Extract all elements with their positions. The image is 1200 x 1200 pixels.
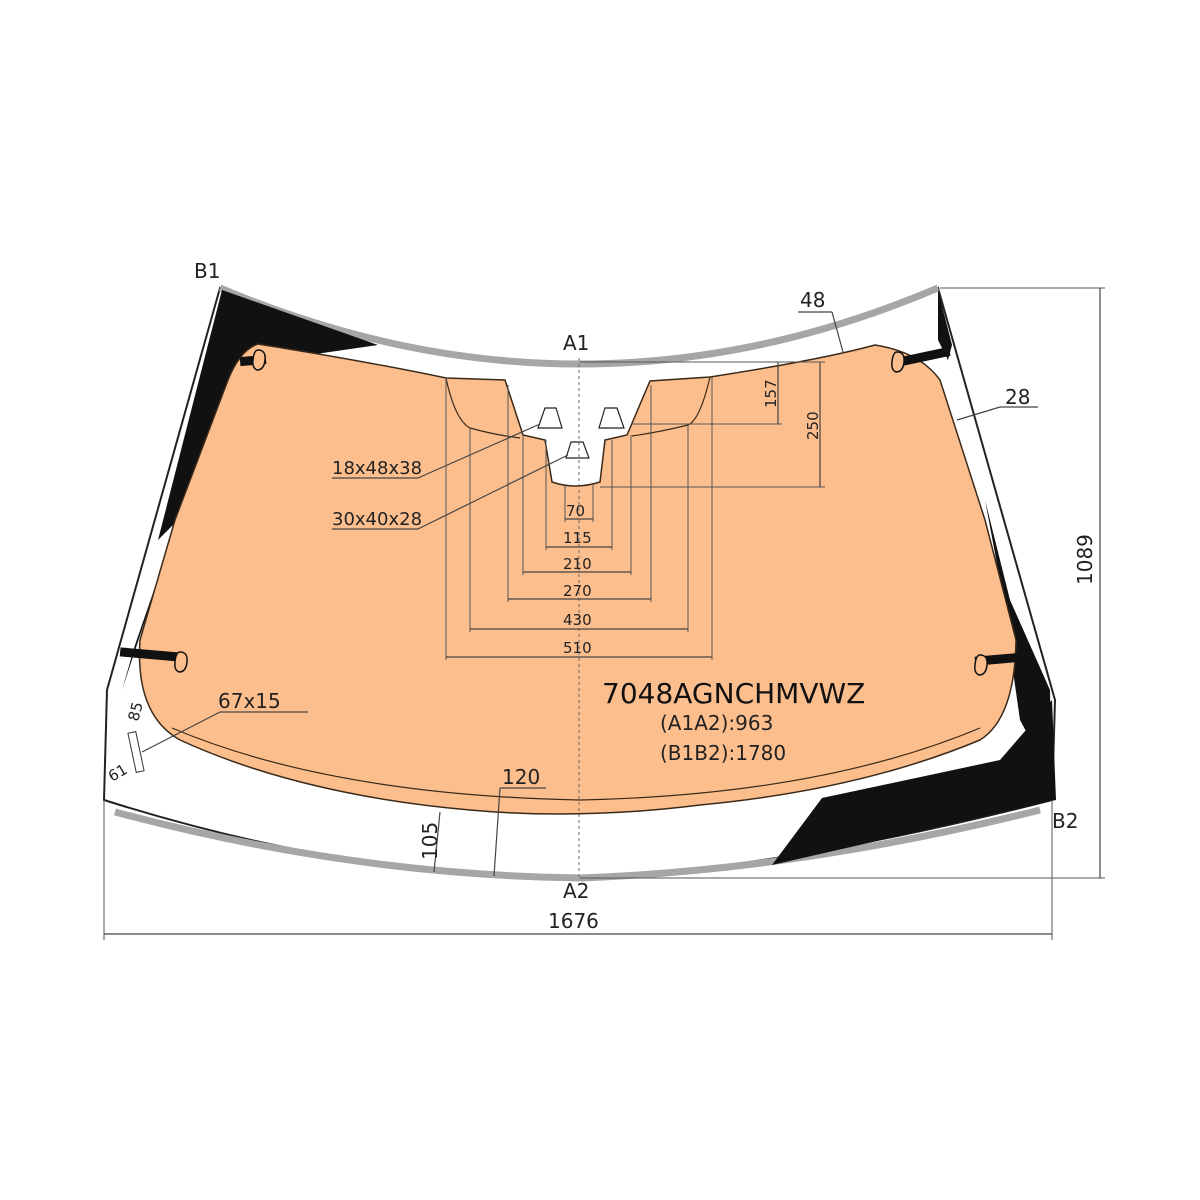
frit-top-right <box>938 290 952 360</box>
frit-right-side <box>985 500 1052 780</box>
vin-window <box>127 731 145 773</box>
a1a2-distance: (A1A2):963 <box>660 711 773 735</box>
frit-top-left <box>158 290 378 540</box>
dim-width-70: 70 <box>566 502 585 520</box>
dim-width-430: 430 <box>563 611 592 629</box>
sensor-marker-center <box>565 441 590 459</box>
dim-overall-width: 1676 <box>548 909 599 933</box>
dim-sensor-1: 18x48x38 <box>332 458 422 479</box>
heated-area <box>138 343 1017 815</box>
dim-notch-height-2: 250 <box>804 411 822 440</box>
b1b2-distance: (B1B2):1780 <box>660 741 786 765</box>
dim-width-510: 510 <box>563 639 592 657</box>
dim-bottom-band-left: 105 <box>418 822 442 860</box>
dim-notch-height-1: 157 <box>762 379 780 408</box>
part-code: 7048AGNCHMVWZ <box>602 677 865 710</box>
sensor-leaders <box>141 423 569 753</box>
dim-width-270: 270 <box>563 582 592 600</box>
label-a2: A2 <box>563 879 589 903</box>
side-band-dim <box>956 406 1038 421</box>
dim-corner-85: 85 <box>124 700 146 723</box>
overall-height-dim <box>580 287 1105 879</box>
bracket-lower-right <box>974 653 1018 676</box>
dim-sensor-2: 30x40x28 <box>332 509 422 530</box>
notch-height-dims <box>580 361 825 488</box>
label-a1: A1 <box>563 331 589 355</box>
dim-side-band: 28 <box>1005 385 1030 409</box>
heated-border-line <box>171 727 981 801</box>
dim-overall-height: 1089 <box>1073 534 1097 585</box>
overall-width-dim <box>103 800 1053 940</box>
bracket-top-right <box>891 346 951 373</box>
top-band-dim <box>798 311 844 353</box>
bottom-band-dims <box>433 787 546 877</box>
frit-bottom-right <box>772 700 1056 865</box>
dim-bottom-band-center: 120 <box>502 765 540 789</box>
bracket-top-left <box>239 349 267 371</box>
notch-dimension-lines <box>446 518 712 658</box>
dim-vin-window: 67x15 <box>218 689 281 713</box>
bracket-lower-left <box>119 647 188 673</box>
label-b1: B1 <box>194 259 220 283</box>
label-b2: B2 <box>1052 809 1078 833</box>
sensor-marker-right <box>598 407 625 429</box>
dim-width-115: 115 <box>563 529 592 547</box>
dim-width-210: 210 <box>563 555 592 573</box>
dim-top-band: 48 <box>800 288 825 312</box>
sensor-marker-left <box>537 407 563 429</box>
